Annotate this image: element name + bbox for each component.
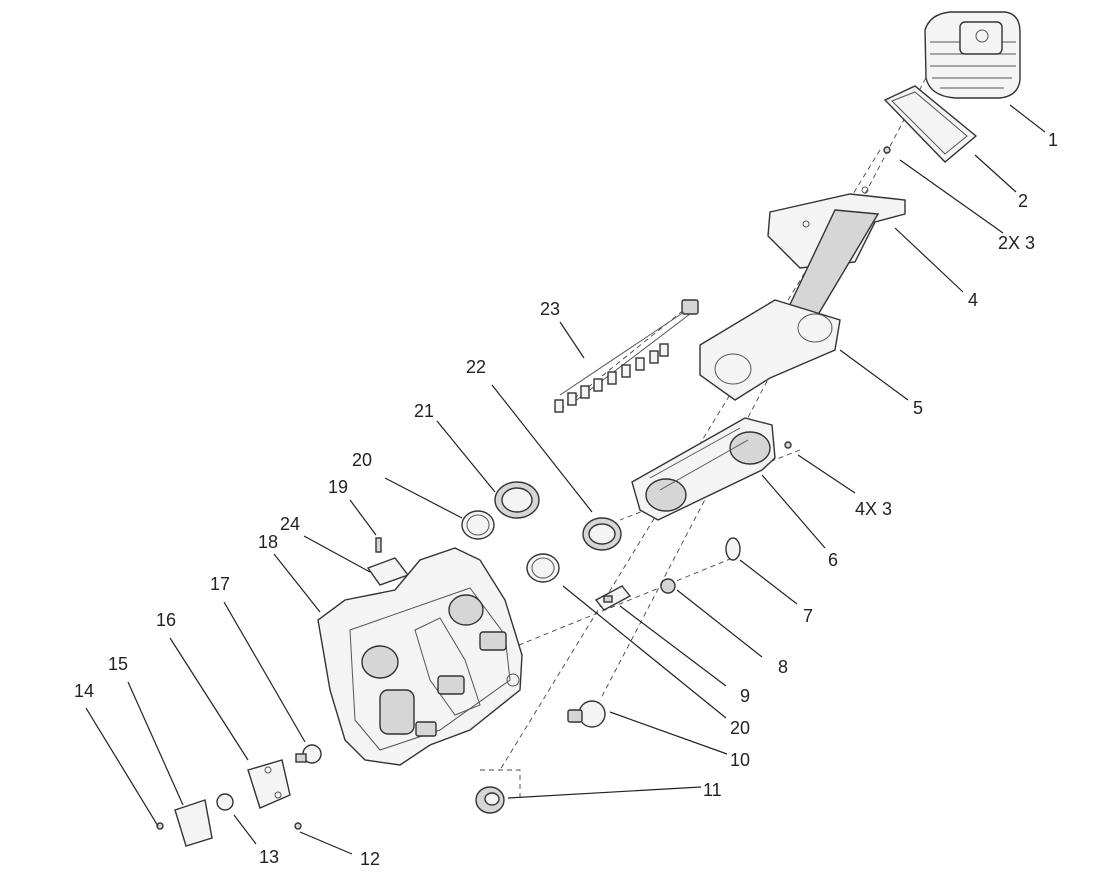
callout-20-upper: 20 <box>352 450 372 470</box>
part-15-bracket <box>174 799 213 847</box>
part-17-lamp <box>295 744 322 764</box>
callout-24: 24 <box>280 514 300 534</box>
callout-10: 10 <box>730 750 750 770</box>
callout-2: 2 <box>1018 191 1028 211</box>
part-5-gasket <box>699 299 841 401</box>
part-10-knob <box>567 700 606 728</box>
callout-8: 8 <box>778 657 788 677</box>
part-14-screw <box>156 822 164 830</box>
part-22-gauge <box>582 517 622 551</box>
callout-20-lower: 20 <box>730 718 750 738</box>
callout-7: 7 <box>803 606 813 626</box>
callout-16: 16 <box>156 610 176 630</box>
leader-lines <box>85 104 1046 855</box>
part-8-nut <box>660 578 676 594</box>
part-2-seal <box>883 85 978 163</box>
callout-13: 13 <box>259 847 279 867</box>
part-11-plug <box>475 786 505 814</box>
part-16-relay-block <box>247 759 291 809</box>
part-9-switch <box>594 585 632 611</box>
callout-5: 5 <box>913 398 923 418</box>
callout-6: 6 <box>828 550 838 570</box>
part-6-housing <box>631 417 776 521</box>
callout-15: 15 <box>108 654 128 674</box>
callout-17: 17 <box>210 574 230 594</box>
assembly-axes <box>469 69 931 800</box>
callout-1: 1 <box>1048 130 1058 150</box>
part-18-console <box>317 547 523 766</box>
part-7-grommet <box>725 537 741 561</box>
callout-14: 14 <box>74 681 94 701</box>
part-1-boot <box>924 11 1021 99</box>
callout-21: 21 <box>414 401 434 421</box>
callout-22: 22 <box>466 357 486 377</box>
callout-4x3: 4X 3 <box>855 499 892 519</box>
callout-9: 9 <box>740 686 750 706</box>
part-19-screw <box>375 537 382 553</box>
callout-11: 11 <box>703 780 722 800</box>
callout-18: 18 <box>258 532 278 552</box>
callout-19: 19 <box>328 477 348 497</box>
callout-labels: 1 2 2X 3 4 5 4X 3 6 7 8 9 20 10 11 12 13… <box>74 130 1058 869</box>
part-23-harness <box>554 299 699 413</box>
callout-12: 12 <box>360 849 380 869</box>
callout-23: 23 <box>540 299 560 319</box>
part-20-ring-lower <box>526 553 560 583</box>
callout-2x3: 2X 3 <box>998 233 1035 253</box>
part-20-ring-upper <box>461 510 495 540</box>
part-21-bezel <box>494 481 540 519</box>
part-12-screw <box>294 822 302 830</box>
part-13-lamp <box>216 793 234 811</box>
fasteners <box>784 146 891 449</box>
callout-4: 4 <box>968 290 978 310</box>
